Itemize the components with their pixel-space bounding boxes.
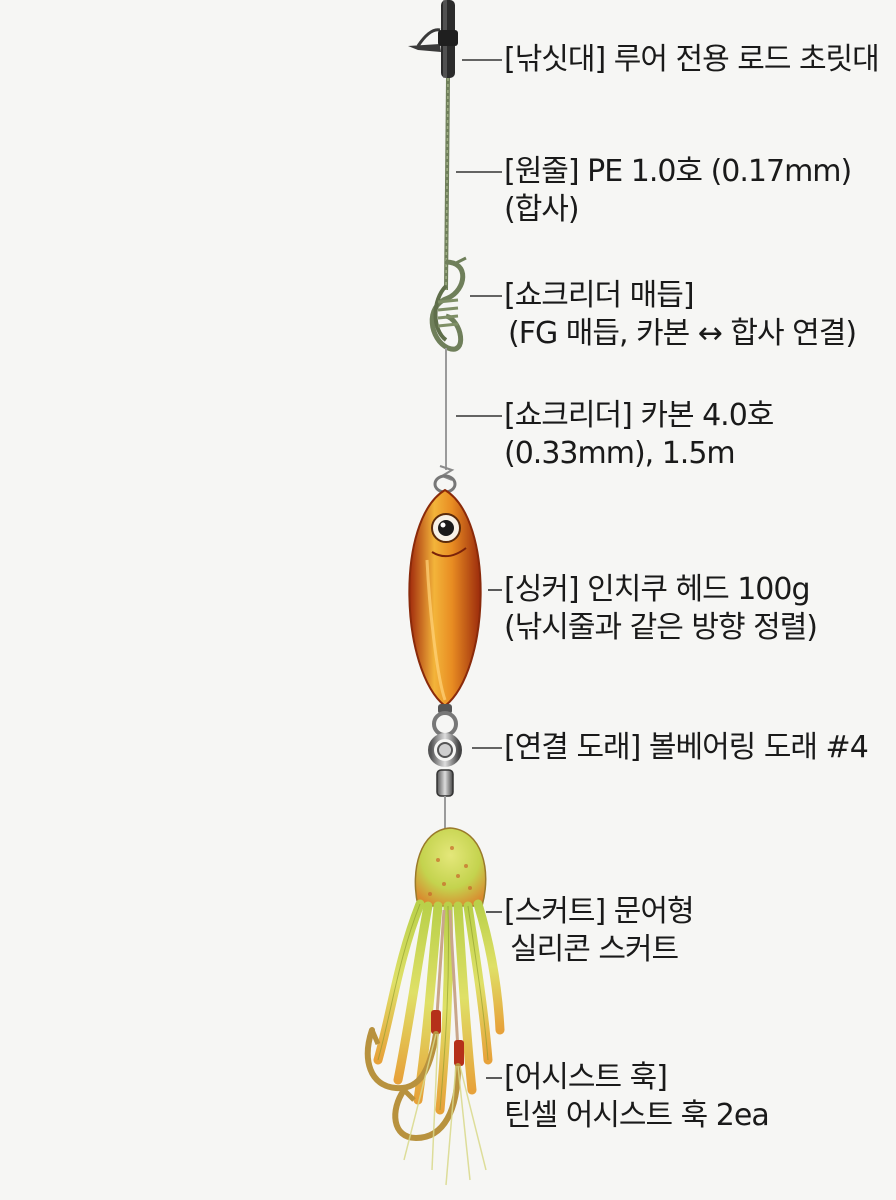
label-skirt-line2: 실리콘 스커트 — [510, 932, 679, 967]
carbon-leader-line — [439, 348, 455, 481]
label-rod-line1: [낚싯대] 루어 전용 로드 초릿대 — [504, 42, 880, 77]
callout-leaders — [456, 59, 502, 1079]
label-hook-line1: [어시스트 훅] — [504, 1060, 668, 1095]
label-leader: [쇼크리더] 카본 4.0호 (0.33mm), 1.5m — [504, 397, 774, 473]
label-skirt: [스커트] 문어형 실리콘 스커트 — [504, 893, 695, 969]
label-sinker-line2: (낚시줄과 같은 방향 정렬) — [504, 610, 818, 645]
label-leader-line2: (0.33mm), 1.5m — [504, 436, 736, 471]
pe-main-line — [444, 77, 450, 291]
label-leader-line1: [쇼크리더] 카본 4.0호 — [504, 398, 774, 433]
inchiku-sinker — [408, 474, 482, 714]
label-main-line: [원줄] PE 1.0호 (0.17mm) (합사) — [504, 153, 852, 229]
rod-tip — [408, 0, 458, 78]
label-swivel-line1: [연결 도래] 볼베어링 도래 #4 — [504, 730, 869, 765]
ball-bearing-swivel — [428, 711, 462, 830]
octopus-skirt — [373, 827, 505, 1115]
label-sinker-line1: [싱커] 인치쿠 헤드 100g — [504, 572, 811, 607]
label-knot-line2: (FG 매듭, 카본 ↔ 합사 연결) — [508, 316, 857, 351]
label-hook: [어시스트 훅] 틴셀 어시스트 훅 2ea — [504, 1059, 770, 1135]
label-main-line1: [원줄] PE 1.0호 (0.17mm) — [504, 154, 852, 189]
label-hook-line2: 틴셀 어시스트 훅 2ea — [504, 1098, 770, 1133]
label-swivel: [연결 도래] 볼베어링 도래 #4 — [504, 729, 869, 767]
label-skirt-line1: [스커트] 문어형 — [504, 894, 695, 929]
label-main-line2: (합사) — [504, 192, 580, 227]
label-knot: [쇼크리더 매듭] (FG 매듭, 카본 ↔ 합사 연결) — [504, 277, 857, 353]
fg-knot — [429, 256, 467, 352]
label-sinker: [싱커] 인치쿠 헤드 100g (낚시줄과 같은 방향 정렬) — [504, 571, 818, 647]
label-rod: [낚싯대] 루어 전용 로드 초릿대 — [504, 41, 880, 79]
assist-hooks — [364, 909, 487, 1186]
label-knot-line1: [쇼크리더 매듭] — [504, 278, 695, 313]
